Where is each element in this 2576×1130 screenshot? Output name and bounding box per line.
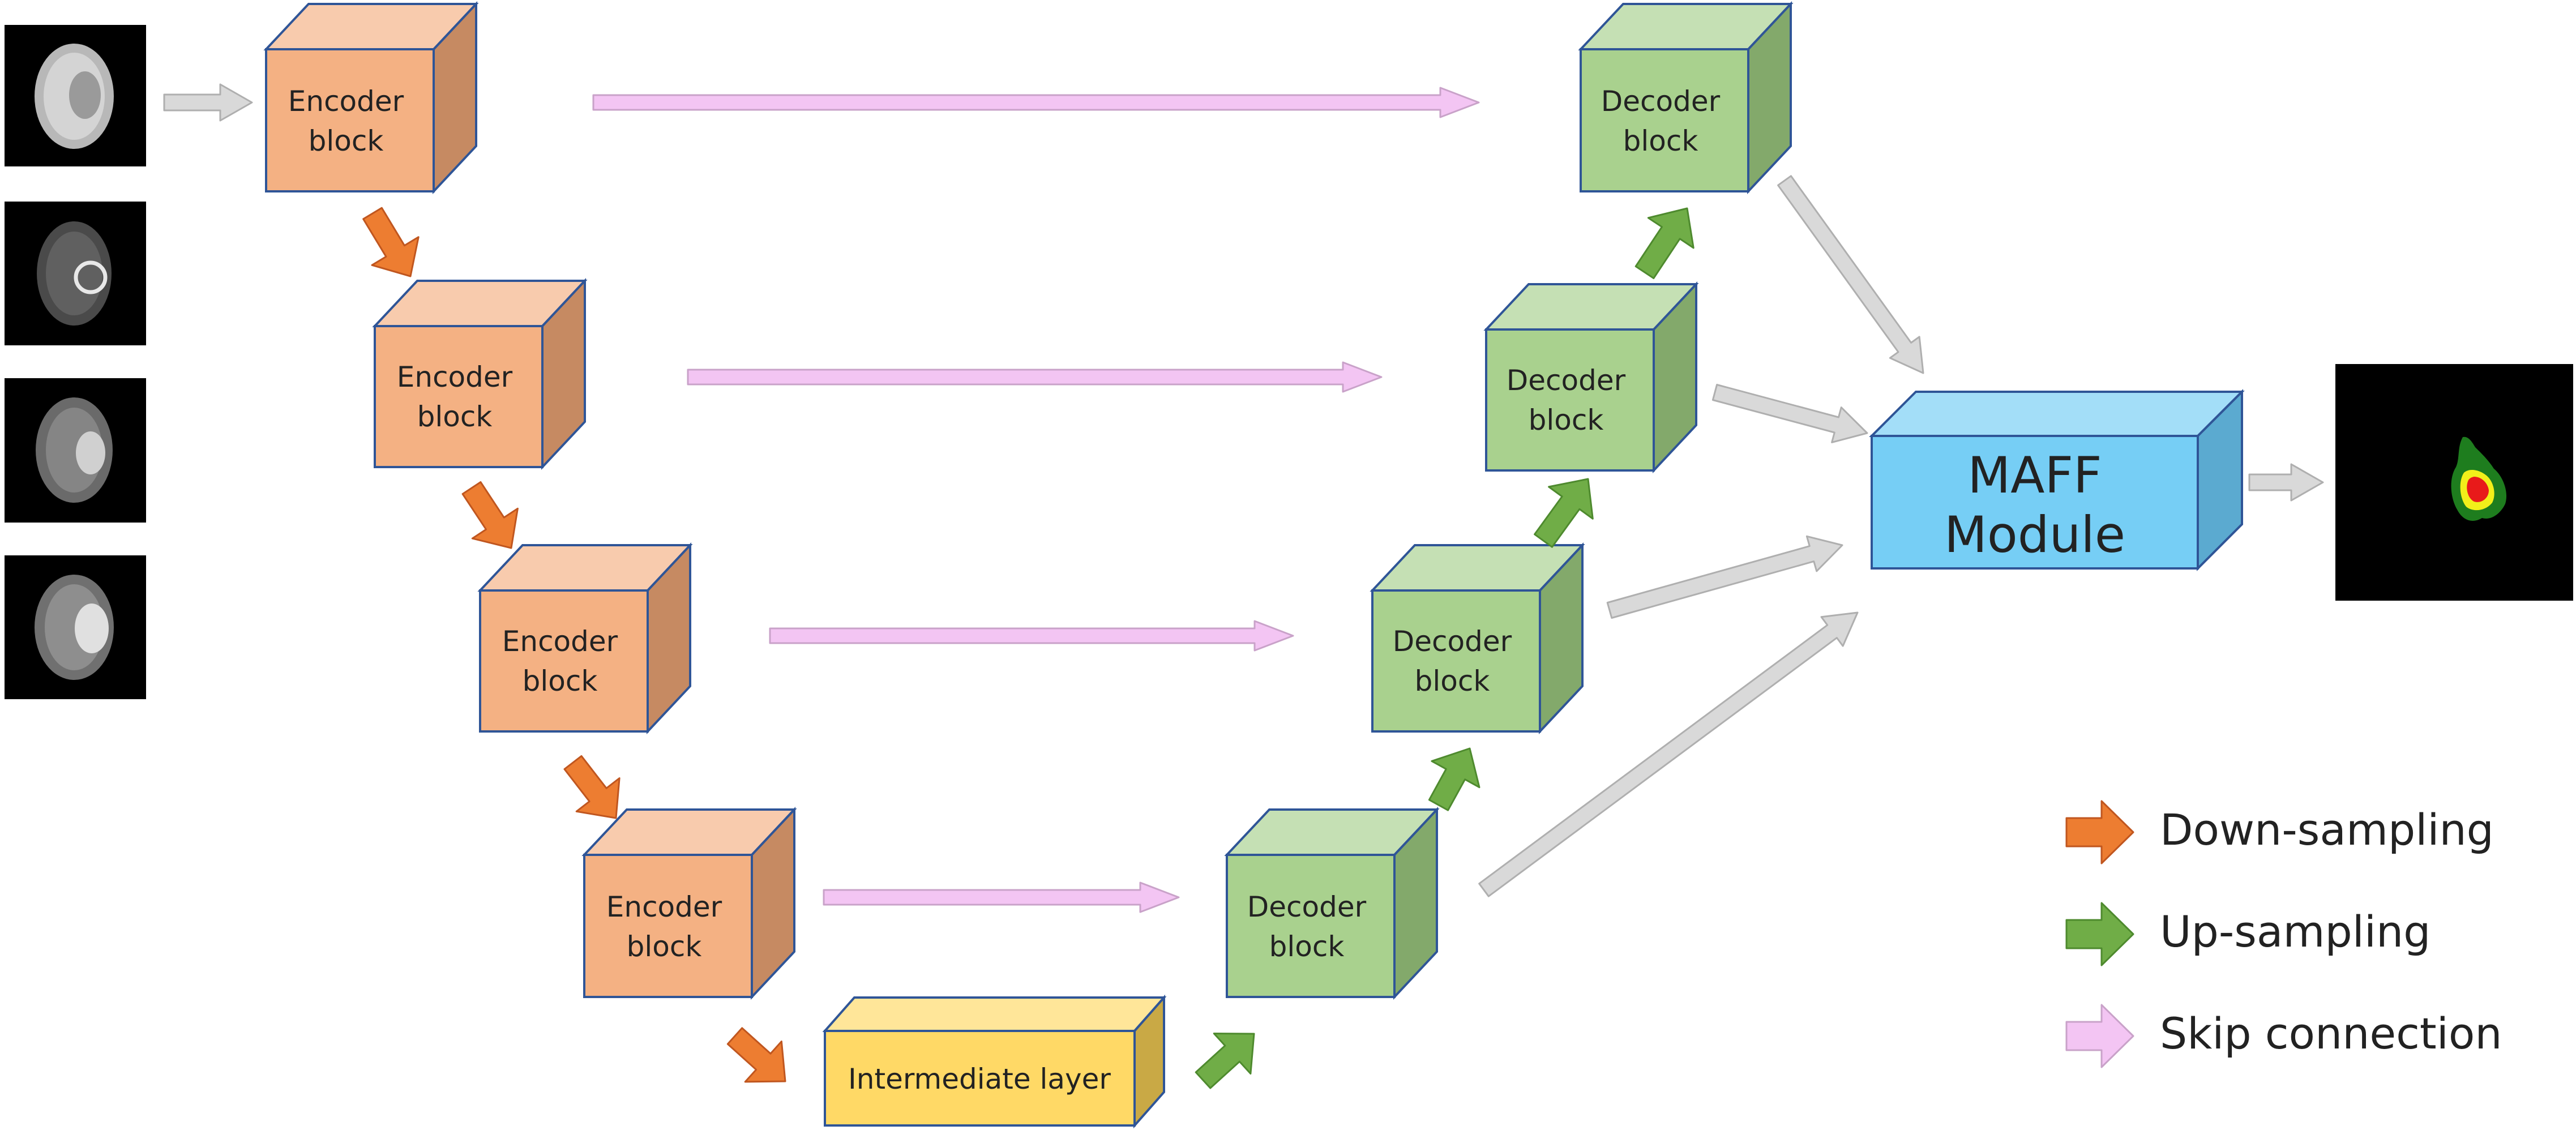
encoder-block-3-label-line1: Encoder — [502, 625, 618, 658]
decoder-block-3-label-line2: block — [1415, 665, 1490, 697]
decoder-block-2-label-line1: Decoder — [1507, 364, 1626, 397]
encoder-block-1-label-line1: Encoder — [288, 85, 404, 118]
up-sampling-arrow-3 — [1634, 207, 1694, 279]
maff-to-output-arrow — [2248, 463, 2324, 502]
legend-up-sampling-icon — [2065, 902, 2134, 966]
intermediate-layer-label: Intermediate layer — [848, 1063, 1111, 1095]
legend-skip-connection-label: Skip connection — [2160, 1008, 2502, 1059]
legend-up-sampling-label: Up-sampling — [2160, 906, 2430, 957]
down-sampling-arrow-4 — [726, 1027, 786, 1083]
decoder-block-4-label-line1: Decoder — [1247, 891, 1367, 923]
maff-module-block: MAFF Module — [1869, 389, 2245, 571]
decoder-to-maff-arrow-3 — [1606, 535, 1843, 619]
encoder-block-2: Encoder block — [372, 277, 588, 470]
encoder-block-4-label-line1: Encoder — [606, 891, 722, 923]
down-sampling-arrow-2 — [461, 481, 519, 549]
up-sampling-arrow-2 — [1534, 478, 1594, 548]
legend-down-sampling-icon — [2065, 800, 2134, 864]
input-images — [5, 25, 146, 699]
arrow-layer — [163, 83, 2324, 1089]
decoder-block-2: Decoder block — [1483, 281, 1699, 474]
skip-connection-arrow-4 — [823, 881, 1180, 913]
legend-skip-connection-icon — [2065, 1004, 2134, 1068]
decoder-block-1-label-line2: block — [1623, 125, 1698, 157]
up-sampling-arrow-1 — [1428, 747, 1480, 811]
maff-module-label-line1: MAFF — [1967, 446, 2102, 504]
decoder-block-1-label-line1: Decoder — [1601, 85, 1721, 118]
encoder-block-3-label-line2: block — [523, 665, 598, 697]
decoder-to-maff-arrow-2 — [1711, 384, 1868, 443]
skip-connection-arrow-1 — [592, 87, 1480, 118]
decoder-block-4-label-line2: block — [1269, 930, 1345, 963]
decoder-block-3: Decoder block — [1370, 542, 1585, 735]
encoder-block-1-label-line2: block — [309, 125, 384, 157]
encoder-block-3: Encoder block — [477, 542, 693, 735]
encoder-block-4-label-line2: block — [627, 930, 702, 963]
legend-icons — [2065, 800, 2134, 1068]
decoder-to-maff-arrow-4 — [1478, 611, 1859, 897]
skip-connection-arrow-2 — [687, 361, 1383, 393]
output-segmentation-image — [2335, 364, 2573, 601]
encoder-block-4: Encoder block — [581, 806, 797, 1000]
up-sampling-arrow-intermediate — [1195, 1033, 1255, 1089]
input-mri-image-1 — [5, 25, 146, 166]
input-mri-image-3 — [5, 378, 146, 523]
input-mri-image-4 — [5, 555, 146, 699]
encoder-block-1: Encoder block — [263, 1, 479, 195]
legend: Down-sampling Up-sampling Skip connectio… — [2065, 800, 2502, 1068]
down-sampling-arrow-1 — [362, 207, 420, 277]
encoder-block-2-label-line2: block — [417, 400, 493, 433]
down-sampling-arrow-3 — [563, 755, 621, 819]
skip-connection-arrow-3 — [769, 620, 1294, 652]
intermediate-layer-block: Intermediate layer — [822, 994, 1167, 1129]
legend-down-sampling-label: Down-sampling — [2160, 804, 2494, 855]
decoder-block-2-label-line2: block — [1529, 404, 1604, 436]
decoder-to-maff-arrow-1 — [1777, 175, 1924, 374]
input-flow-arrow — [163, 83, 253, 122]
decoder-block-4: Decoder block — [1224, 806, 1440, 1000]
decoder-block-3-label-line1: Decoder — [1393, 625, 1512, 658]
input-mri-image-2 — [5, 202, 146, 345]
maff-module-label-line2: Module — [1944, 506, 2125, 564]
decoder-block-1: Decoder block — [1578, 1, 1794, 195]
encoder-block-2-label-line1: Encoder — [397, 361, 513, 393]
